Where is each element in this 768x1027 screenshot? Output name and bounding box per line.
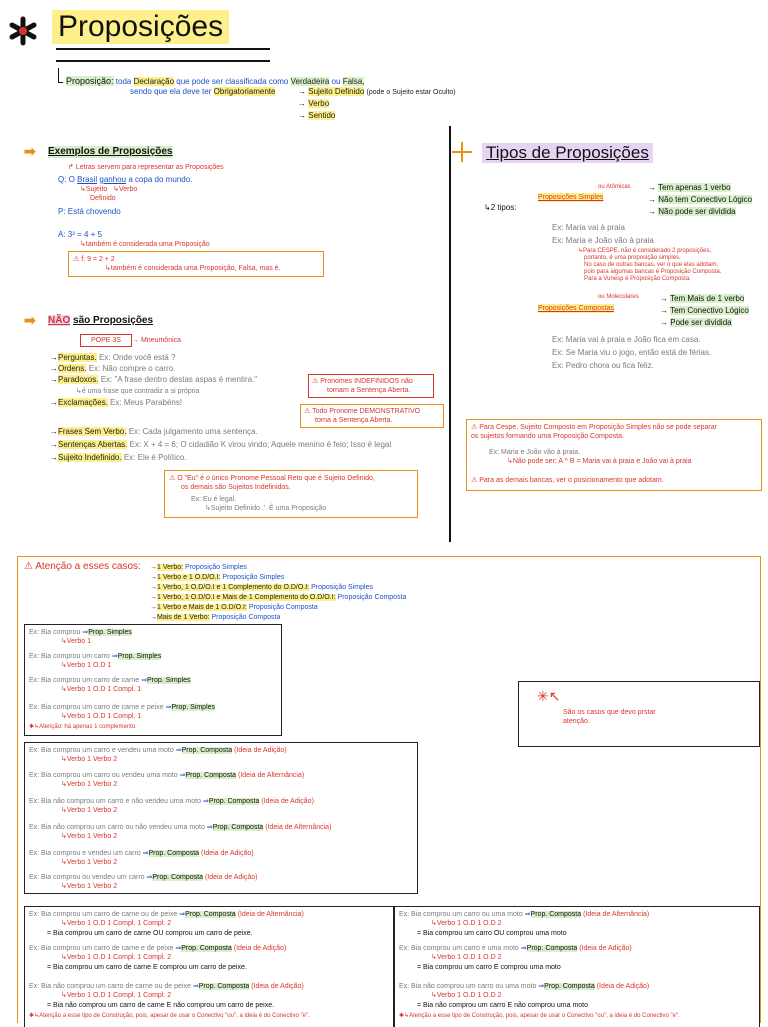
letters-note: ↱ Letras servem para representar as Prop… (68, 164, 224, 171)
example-q-labels: ↳Sujeito ↳Verbo (80, 186, 138, 193)
simples-prop-2: → Não tem Conectivo Lógico (648, 195, 753, 204)
asterisk-icon: ✳↖ (537, 688, 561, 704)
simples-ex-1: Ex: Bia comprou ⇒Prop. Simples (29, 629, 132, 636)
complement-right-box: Ex: Bia comprou um carro ou uma moto ⇒Pr… (394, 906, 760, 1027)
comp-prop-3: → Pode ser dividida (660, 318, 732, 327)
example-a-note: ↳também é considerada uma Proposição (80, 241, 210, 248)
page-title: Proposições (52, 10, 230, 44)
mnemonic-label: → Mneumônica (132, 337, 182, 344)
verb-examples-box: Ex: Bia comprou um carro e vendeu uma mo… (24, 742, 418, 894)
simples-ex-3: Ex: Bia comprou um carro de carne ⇒Prop.… (29, 677, 191, 684)
requirement-subject: → Sujeito Definido (pode o Sujeito estar… (298, 87, 456, 96)
branch-line (58, 68, 63, 83)
rule-5: →1 Verbo e Mais de 1 O.D/O.I: Proposição… (150, 604, 318, 611)
title-underline (56, 48, 270, 62)
rule-1: →1 Verbo: Proposição Simples (150, 564, 247, 571)
compostas-alt: ou Moleculares (598, 294, 639, 300)
example-f-box: ⚠ f: 9 = 2 + 2 ↳também é considerada uma… (68, 251, 324, 277)
cespe-box: ⚠ Para Cespe, Sujeito Composto em Propos… (466, 419, 762, 491)
simples-ex-4: Ex: Bia comprou um carro de carne e peix… (29, 704, 216, 711)
rule-3: →1 Verbo, 1 O.D/O.I e 1 Complemento do O… (150, 584, 373, 591)
warning-eu: ⚠ O "Eu" é o único Pronome Pessoal Reto … (164, 470, 418, 518)
two-types: ↳2 tipos: (484, 203, 517, 212)
pope-box: POPE 3S (80, 334, 132, 347)
nao-item-perguntas: →Perguntas. Ex: Onde você está ? (50, 353, 176, 362)
comp-ex-3: Ex: Pedro chora ou fica feliz. (552, 361, 654, 370)
warning-indefinidos: ⚠ Pronomes INDEFINIDOS não tornam a Sent… (308, 374, 434, 398)
examples-title: Exemplos de Proposições (48, 146, 173, 158)
comp-prop-1: → Tem Mais de 1 verbo (660, 294, 745, 303)
tipos-ex-1: Ex: Maria vai à praia (552, 223, 625, 232)
definition-line2: sendo que ela deve ter Obrigatoriamente (130, 87, 276, 96)
arrow-right-icon: ➡ (24, 312, 36, 328)
requirement-sense: → Sentido (298, 111, 336, 120)
compostas-label: Proposições Compostas (538, 304, 614, 313)
example-p: P: Está chovendo (58, 207, 121, 216)
rule-4: →1 Verbo, 1 O.D/O.I e Mais de 1 Compleme… (150, 594, 407, 601)
plus-icon (452, 142, 472, 162)
requirement-verb: → Verbo (298, 99, 330, 108)
paradox-note: ↳é uma frase que contradiz a si própria (76, 388, 200, 395)
comp-prop-2: → Tem Conectivo Lógico (660, 306, 749, 315)
nao-item-sujeito: →Sujeito Indefinido. Ex: Ele é Político. (50, 453, 187, 462)
simples-attention: ✱↳Atenção: há apenas 1 complemento. (29, 724, 137, 730)
nao-title: NÃO são Proposições (48, 315, 154, 326)
warning-demonstrativo: ⚠ Todo Pronome DEMONSTRATIVO torna a Sen… (300, 404, 444, 428)
arrow-right-icon: ➡ (24, 143, 36, 159)
column-divider (449, 126, 451, 542)
comp-ex-1: Ex: Maria vai à praia e João fica em cas… (552, 335, 701, 344)
simples-label: Proposições Simples (538, 193, 604, 202)
tipos-ex-2: Ex: Maria e João vão à praia (552, 236, 654, 245)
rule-6: →Mais de 1 Verbo: Proposição Composta (150, 614, 281, 621)
tipos-title: Tipos de Proposições (482, 143, 653, 163)
simples-alt: ou Atômicas (598, 184, 631, 190)
example-q: Q: O Brasil ganhou a copa do mundo. (58, 175, 193, 184)
simples-examples-box: Ex: Bia comprou ⇒Prop. Simples ↳Verbo 1 … (24, 624, 282, 736)
side-note-box: ✳↖ São os casos que devo prstar atenção. (518, 681, 760, 747)
nao-item-frases: →Frases Sem Verbo. Ex: Cada julgamento u… (50, 427, 258, 436)
nao-item-paradoxos: →Paradoxos. Ex: "A frase dentro destas a… (50, 375, 258, 384)
atencao-title: ⚠ Atenção a esses casos: (24, 561, 141, 572)
simples-ex-2: Ex: Bia comprou um carro ⇒Prop. Simples (29, 653, 162, 660)
asterisk-icon (8, 16, 38, 46)
nao-item-sentencas: →Sentenças Abertas. Ex: X + 4 = 6; O cid… (50, 440, 392, 449)
cespe-note: ↳Para CESPE, não é considerado 2 proposi… (578, 248, 722, 282)
simples-prop-1: → Tem apenas 1 verbo (648, 183, 731, 192)
nao-item-ordens: →Ordens. Ex: Não compre o carro. (50, 364, 176, 373)
comp-ex-2: Ex: Se Maria viu o jogo, então está de f… (552, 348, 712, 357)
nao-item-exclamacoes: →Exclamações. Ex: Meus Parabéns! (50, 398, 183, 407)
example-f-note: ↳também é considerada uma Proposição, Fa… (105, 265, 281, 272)
example-a: A: 3² = 4 + 5 (58, 230, 103, 239)
example-q-definido: Definido (90, 195, 116, 202)
simples-prop-3: → Não pode ser dividida (648, 207, 736, 216)
atencao-section (17, 556, 761, 1023)
definition-line1: Proposição: toda Declaração que pode ser… (66, 76, 365, 86)
rule-2: →1 Verbo e 1 O.D/O.I: Proposição Simples (150, 574, 285, 581)
example-f: ⚠ f: 9 = 2 + 2 (73, 256, 115, 263)
complement-left-box: Ex: Bia comprou um carro de carne ou de … (24, 906, 394, 1027)
